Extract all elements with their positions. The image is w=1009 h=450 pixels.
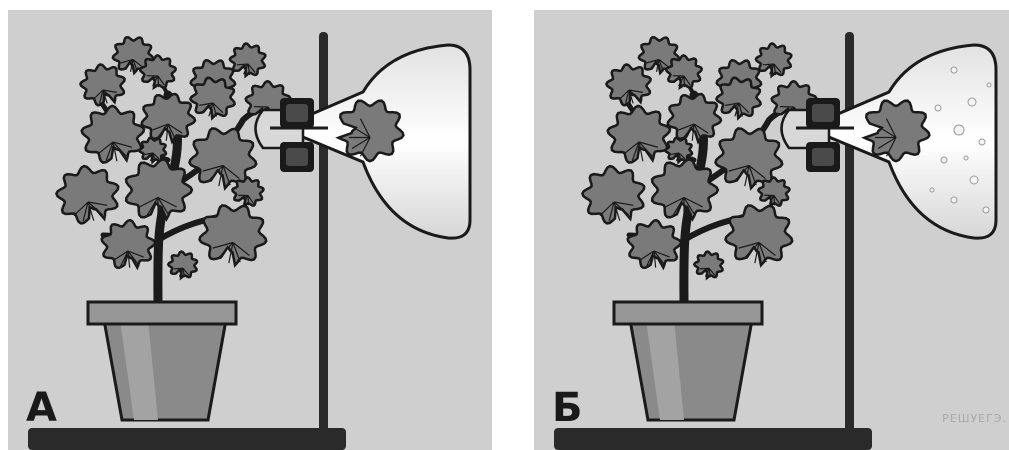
panel-b-label: Б — [552, 388, 583, 428]
bubble — [951, 67, 957, 73]
leaf — [628, 220, 681, 268]
stand-base — [554, 428, 872, 450]
clamp-top-face — [286, 104, 308, 122]
leaf — [82, 106, 144, 163]
panel-a-label: А — [26, 388, 57, 428]
watermark: РЕШУЕГЭ. — [942, 412, 1007, 425]
leaf — [582, 166, 644, 223]
bubble — [935, 105, 941, 111]
stand-rod — [319, 32, 328, 432]
leaf — [200, 205, 267, 265]
leaf — [142, 94, 195, 142]
bubble — [987, 83, 991, 87]
leaf — [80, 64, 124, 105]
leaf — [140, 138, 167, 162]
bubble — [979, 139, 985, 145]
panel-b: Б РЕШУЕГЭ. — [534, 10, 1009, 450]
leaf — [168, 252, 197, 278]
leaf — [102, 220, 155, 268]
bubble — [941, 157, 947, 163]
clamp-bottom-face — [286, 148, 308, 166]
bubble — [968, 98, 976, 106]
leaf — [668, 94, 721, 142]
panel-a-drawing — [8, 10, 492, 450]
leaf — [56, 166, 118, 223]
leaf — [230, 44, 265, 76]
panel-b-drawing — [534, 10, 1009, 450]
stand-base — [28, 428, 346, 450]
stand-rod — [845, 32, 854, 432]
bubble — [964, 156, 968, 160]
leaf — [694, 252, 723, 278]
clamp-bottom-face — [812, 148, 834, 166]
pot-rim — [614, 302, 762, 324]
bubble — [930, 188, 934, 192]
bubble — [951, 197, 957, 203]
bubble — [970, 176, 978, 184]
leaf — [606, 64, 650, 105]
bubble — [983, 207, 989, 213]
leaf — [756, 44, 791, 76]
pot-rim — [88, 302, 236, 324]
leaf — [726, 205, 793, 265]
leaf — [608, 106, 670, 163]
bubble — [954, 125, 964, 135]
clamp-top-face — [812, 104, 834, 122]
panel-a: А — [8, 10, 492, 450]
leaf — [666, 138, 693, 162]
